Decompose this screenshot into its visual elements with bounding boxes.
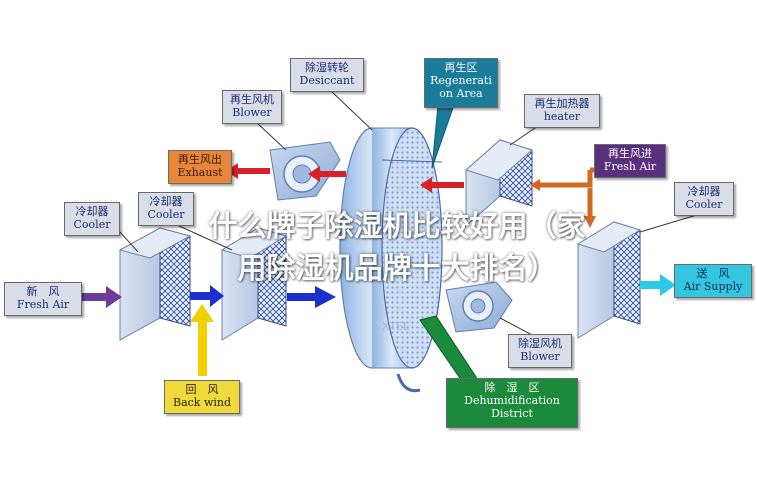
process-air-arrow-2: [287, 286, 336, 308]
back-wind-arrow: [190, 304, 214, 376]
fresh-air-label: 新 风 Fresh Air: [4, 282, 82, 316]
watermark: XTEL: [382, 320, 410, 333]
regen-area-label: 再生区 Regenerati on Area: [424, 58, 498, 108]
regen-air-arrow-1: [420, 177, 464, 193]
dehum-district-label: 除 湿 区 Dehumidification District: [446, 378, 578, 428]
cooler-left-unit: [118, 227, 192, 341]
arrows: [82, 89, 701, 385]
process-air-arrow-1: [190, 285, 224, 307]
regen-air-arrow-2: [308, 166, 346, 182]
cooler-mid-unit: [220, 227, 288, 341]
regen-fresh-air-label: 再生风进 Fresh Air: [594, 144, 666, 178]
article-title-overlay: 什么牌子除湿机比较好用（家 用除湿机品牌十大排名）: [208, 209, 586, 285]
regen-heater-unit: [465, 138, 533, 228]
fresh-air-arrow: [82, 286, 122, 308]
cooler-mid-label: 冷却器 Cooler: [138, 192, 194, 226]
cooler-right-label: 冷却器 Cooler: [674, 182, 734, 216]
regen-blower-label: 再生风机 Blower: [222, 90, 282, 124]
cooler-left-label: 冷却器 Cooler: [64, 202, 120, 236]
dehum-blower-label: 除湿风机 Blower: [508, 334, 572, 368]
air-supply-label: 送 风 Air Supply: [674, 264, 752, 298]
cooler-right-unit: [576, 221, 642, 339]
regen-blower-unit: [269, 141, 341, 201]
back-wind-label: 回 风 Back wind: [164, 380, 240, 414]
regen-heater-label: 再生加热器 heater: [524, 94, 600, 128]
exhaust-label: 再生风出 Exhaust: [168, 150, 232, 184]
air-supply-arrow: [640, 274, 676, 296]
dehum-blower-unit: [445, 281, 513, 333]
exhaust-arrow: [226, 163, 270, 179]
desiccant-label: 除湿转轮 Desiccant: [290, 58, 364, 92]
